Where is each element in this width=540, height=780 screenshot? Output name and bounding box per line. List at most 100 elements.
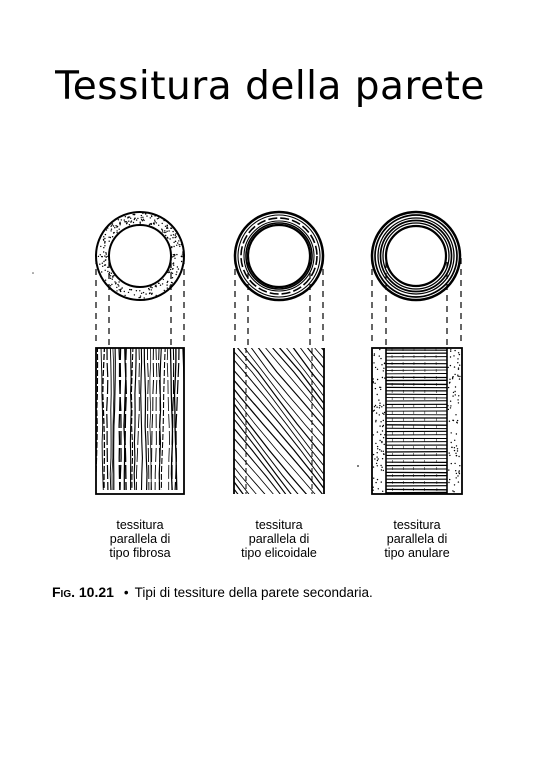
dot-mark [99,263,101,265]
wall-ring [377,217,455,295]
dot-mark [109,277,112,279]
dot-mark [170,271,172,274]
dot-mark [382,490,384,492]
dot-mark [175,233,177,235]
dot-mark [165,231,167,234]
dot-mark [159,284,162,286]
dot-mark [135,290,138,292]
dot-mark [176,253,178,256]
dot-mark [175,273,177,276]
dot-mark [176,271,178,273]
dot-mark [116,226,118,228]
dot-mark [380,421,382,423]
lumen-ring [384,224,448,288]
fiber-line [166,348,170,490]
dot-mark [455,470,457,472]
dot-mark [448,382,451,384]
dot-mark [374,387,377,390]
dot-mark [142,218,145,220]
dot-mark [112,275,114,277]
dot-mark [174,234,176,236]
dot-mark [118,281,120,283]
projection-lines [371,258,462,346]
dot-mark [379,439,381,442]
helix-line [234,379,324,490]
dot-mark [376,368,379,370]
dot-mark [454,394,456,396]
helix-line [234,369,324,483]
dot-mark [154,221,156,223]
dot-mark [145,293,147,295]
dot-mark [379,449,381,451]
fiber-line [118,348,122,491]
dot-mark [103,260,105,263]
dot-mark [379,404,381,407]
dot-mark [139,221,141,223]
dot-mark [137,217,139,220]
dot-mark [454,373,456,376]
helix-line [314,348,324,360]
dot-mark [455,472,458,475]
dot-mark [161,222,163,225]
dot-mark [124,216,127,218]
dot-mark [115,283,117,285]
dot-mark [173,264,175,266]
dot-mark [450,349,452,351]
dot-mark [171,272,174,274]
dot-mark [375,421,377,423]
dot-mark [133,294,136,296]
dot-mark [454,439,456,441]
fiber-line [113,348,116,490]
dot-mark [457,375,459,377]
dot-mark [140,219,143,221]
dot-mark [104,241,106,243]
helix-line [299,348,324,380]
dot-mark [170,234,172,236]
dot-mark [135,219,138,221]
dot-mark [140,292,143,294]
dot-mark [377,458,379,460]
helix-line [286,348,324,398]
dot-mark [140,214,143,217]
dot-mark [117,219,120,221]
dot-mark [177,268,180,270]
dot-mark [112,225,115,227]
dot-mark [106,255,108,258]
dot-mark [455,452,457,454]
dot-mark [379,402,381,404]
dot-mark [154,215,156,217]
dot-mark [382,437,385,439]
dot-mark [376,459,379,462]
cross-section-anulare [370,210,462,302]
bullet-icon: • [123,585,129,600]
dot-mark [149,217,151,219]
dot-mark [142,216,144,218]
dot-mark [455,414,457,416]
dot-mark [172,262,175,264]
figure-text: Tipi di tessiture della parete secondari… [134,585,373,600]
dot-mark [458,455,460,458]
dot-mark [452,419,455,422]
dot-mark [104,233,107,236]
dot-mark [174,240,177,243]
fiber-line [169,348,174,491]
dot-mark [380,464,382,467]
dot-mark [162,278,164,281]
dot-mark [447,366,449,369]
dot-mark [153,222,155,224]
dot-mark [374,458,376,460]
dot-mark [105,256,107,258]
fiber-line [130,348,134,490]
helix-line [234,466,257,494]
concentric-wall-rings [237,214,321,298]
dot-mark [171,246,173,248]
dot-mark [168,270,170,272]
caption-anulare: tessitura parallela di tipo anulare [384,518,450,560]
dot-mark [103,251,105,253]
dot-mark [156,218,159,220]
dot-mark [457,475,459,477]
dot-mark [111,283,113,286]
dot-mark [373,362,375,364]
dot-mark [447,386,450,389]
dot-mark [381,466,383,468]
